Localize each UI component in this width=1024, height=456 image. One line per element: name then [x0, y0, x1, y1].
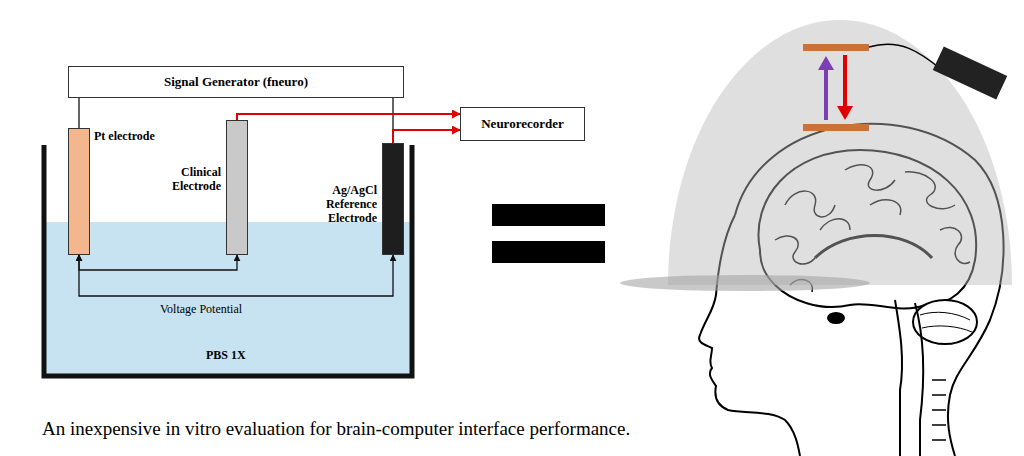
cap-brim	[620, 275, 870, 291]
connector-line	[79, 255, 393, 296]
signal-arrow-up	[824, 68, 828, 120]
device-wire	[869, 44, 942, 70]
electrode-label: Ag/AgCl Reference Electrode	[311, 184, 377, 225]
pituitary	[828, 313, 844, 323]
arrowhead	[818, 56, 834, 70]
box-label: Neurorecorder	[481, 116, 564, 132]
figure-caption: An inexpensive in vitro evaluation for b…	[42, 418, 630, 440]
equals-bar	[492, 204, 605, 226]
brainstem	[895, 300, 923, 456]
box-label: Signal Generator (fneuro)	[164, 74, 308, 90]
equals-bar	[492, 241, 605, 263]
electrode-label: Pt electrode	[94, 130, 184, 144]
solution-label: PBS 1X	[206, 348, 246, 363]
reference-electrode: Ag/AgCl Reference Electrode	[382, 143, 404, 255]
electrode-plate	[803, 124, 869, 131]
clinical-electrode: Clinical Electrode	[226, 120, 248, 255]
pt-electrode: Pt electrode	[68, 128, 90, 255]
signal-generator-box: Signal Generator (fneuro)	[68, 66, 404, 98]
signal-wire	[393, 130, 460, 143]
cap-dome	[668, 20, 1012, 285]
vertebrae	[932, 380, 946, 440]
recorder-device	[933, 46, 1007, 99]
arrowhead	[837, 106, 853, 120]
signal-arrow-down	[843, 55, 847, 108]
cerebellum	[913, 300, 977, 344]
neurorecorder-box: Neurorecorder	[460, 107, 585, 141]
cerebellum-folds	[920, 312, 972, 332]
electrode-label: Clinical Electrode	[159, 166, 221, 194]
electrode-plate	[803, 44, 869, 51]
connector-line	[78, 98, 79, 128]
connector-line	[79, 255, 237, 270]
edge-label: Voltage Potential	[160, 302, 242, 317]
signal-wire	[237, 114, 460, 120]
